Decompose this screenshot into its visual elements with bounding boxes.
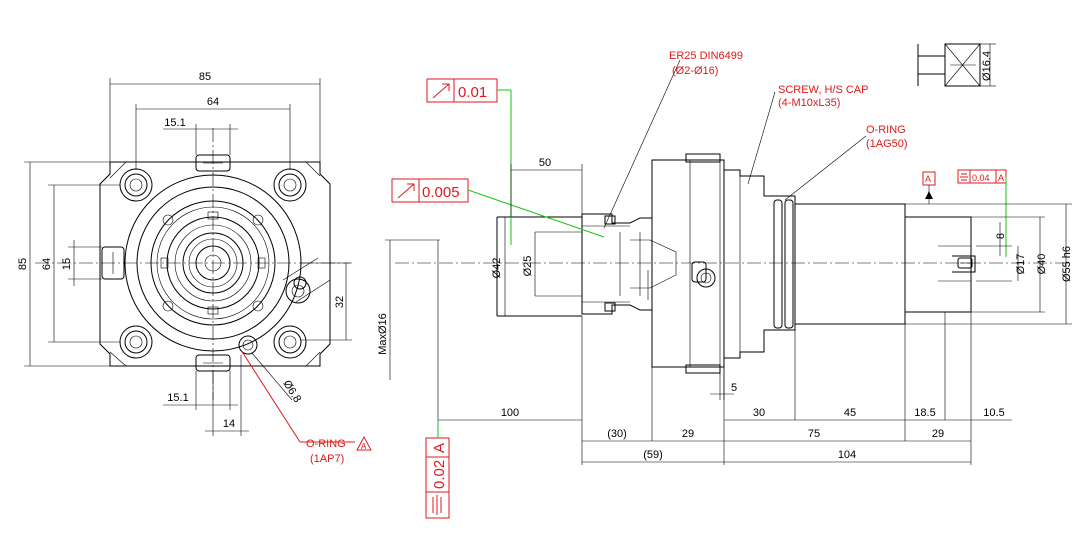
side-port <box>282 257 331 304</box>
dim-15-1-bottom: 15.1 <box>167 392 188 404</box>
runout-tolerance-1: 0.01 <box>426 78 498 103</box>
bolt-hole-br <box>273 325 307 359</box>
key-top <box>195 154 231 172</box>
housing <box>724 169 976 359</box>
key-left <box>101 246 125 280</box>
dim-d25: Ø25 <box>522 256 534 277</box>
screw-callout: SCREW, H/S CAP <box>778 84 868 96</box>
runout-tolerance-2: 0.005 <box>391 178 469 203</box>
bolt-hole-tl <box>119 168 153 202</box>
screw-spec: (4-M10xL35) <box>778 97 840 109</box>
svg-text:A: A <box>925 174 931 184</box>
dim-30p: (30) <box>607 428 627 440</box>
front-oring-label: O-RING <box>306 438 346 450</box>
dim-85-left: 85 <box>17 258 29 270</box>
dim-64-left: 64 <box>41 258 53 270</box>
svg-text:0.01: 0.01 <box>458 84 487 101</box>
oring-callout: O-RING <box>866 124 906 136</box>
svg-text:0.04: 0.04 <box>972 173 990 183</box>
svg-text:A: A <box>361 442 367 451</box>
front-oring-part: (1AP7) <box>310 453 344 465</box>
bolt-hole-tr <box>273 168 307 202</box>
dim-8: 8 <box>995 233 1007 239</box>
dim-d6-8: Ø6.8 <box>280 378 303 405</box>
dim-100: 100 <box>501 407 519 419</box>
symmetry-tolerance: 0.04 A <box>957 169 1007 184</box>
flange-body <box>651 153 725 374</box>
collet-callout: ER25 DIN6499 <box>669 50 743 62</box>
dim-14-bottom: 14 <box>223 418 235 430</box>
dim-15-1-top: 15.1 <box>164 117 185 129</box>
collet-range: (Ø2-Ø16) <box>672 65 718 77</box>
side-view: ER25 DIN6499 (Ø2-Ø16) SCREW, H/S CAP (4-… <box>377 50 1073 519</box>
dim-d17: Ø17 <box>1015 254 1027 275</box>
dim-max16: MaxØ16 <box>377 313 389 355</box>
datum-flag-a: A <box>922 171 936 204</box>
detail-view: Ø16.4 <box>917 43 996 87</box>
dim-50: 50 <box>539 157 551 169</box>
front-view: 85 64 15.1 85 64 15 32 15.1 <box>17 71 372 465</box>
oring-hole <box>238 335 258 355</box>
dim-104: 104 <box>838 449 856 461</box>
dim-59: (59) <box>643 449 663 461</box>
dim-29a: 29 <box>682 428 694 440</box>
parallel-tolerance: 0.02 A <box>425 437 450 519</box>
dim-10-5: 10.5 <box>983 407 1004 419</box>
dim-18-5: 18.5 <box>914 407 935 419</box>
dim-64-top: 64 <box>207 96 219 108</box>
collet-nut <box>581 213 677 315</box>
dim-30: 30 <box>753 407 765 419</box>
dim-15-left: 15 <box>61 258 73 270</box>
bolt-hole-bl <box>119 325 153 359</box>
svg-text:0.005: 0.005 <box>422 184 460 201</box>
dim-d42: Ø42 <box>491 258 503 279</box>
dim-85-top: 85 <box>199 71 211 83</box>
oring-flag-triangle: A <box>356 435 372 451</box>
spindle-body-rings <box>124 174 302 352</box>
dim-29b: 29 <box>932 428 944 440</box>
dim-d55: Ø55 h6 <box>1061 246 1073 282</box>
oring-part: (1AG50) <box>866 138 908 150</box>
dim-d40: Ø40 <box>1036 254 1048 275</box>
svg-text:0.02: 0.02 <box>431 460 448 489</box>
dim-32-right: 32 <box>334 296 346 308</box>
dim-75: 75 <box>808 428 820 440</box>
dim-45: 45 <box>844 407 856 419</box>
svg-text:A: A <box>431 443 448 453</box>
dim-5: 5 <box>731 382 737 394</box>
svg-text:A: A <box>998 173 1004 183</box>
dim-d16-4: Ø16.4 <box>981 51 993 81</box>
